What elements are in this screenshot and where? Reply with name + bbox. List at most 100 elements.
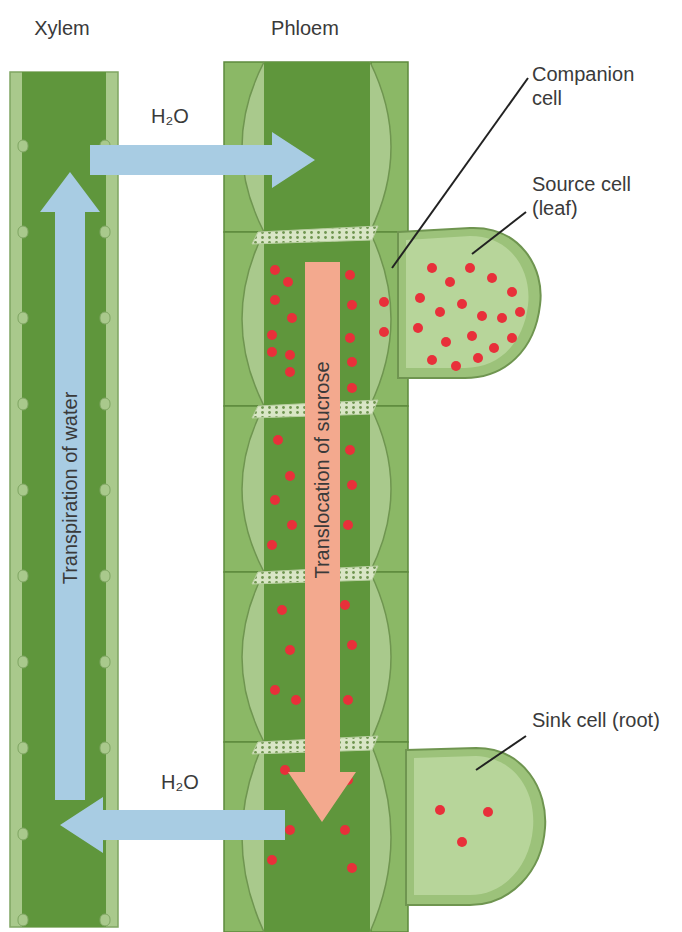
- sucrose-dot: [347, 383, 357, 393]
- sucrose-dot: [270, 265, 280, 275]
- sucrose-dot: [457, 299, 467, 309]
- sucrose-dot: [285, 825, 295, 835]
- xylem-pit: [18, 828, 28, 840]
- xylem-pit: [18, 140, 28, 152]
- sieve-plate: [252, 226, 378, 244]
- companion-cell: [370, 232, 391, 406]
- sucrose-dot: [270, 685, 280, 695]
- sucrose-dot: [445, 277, 455, 287]
- water-arrow-bottom: [60, 797, 285, 853]
- sucrose-dot: [267, 347, 277, 357]
- sucrose-dot: [347, 300, 357, 310]
- companion-cell: [242, 406, 264, 572]
- sink-cell: [406, 748, 545, 905]
- sucrose-dot: [441, 337, 451, 347]
- xylem-pit: [18, 484, 28, 496]
- xylem-pit: [100, 226, 110, 238]
- xylem-pit: [100, 914, 110, 926]
- companion-cell: [370, 62, 391, 232]
- sucrose-dot: [497, 313, 507, 323]
- arrow-label: Transpiration of water: [58, 392, 82, 585]
- sucrose-dot: [345, 445, 355, 455]
- sucrose-dot: [347, 863, 357, 873]
- arrow-label: Translocation of sucrose: [310, 361, 334, 578]
- sucrose-dot: [291, 695, 301, 705]
- sucrose-dot: [283, 277, 293, 287]
- sucrose-dot: [285, 350, 295, 360]
- sucrose-dot: [379, 297, 389, 307]
- transpiration-arrow: [40, 172, 100, 800]
- xylem-pit: [18, 226, 28, 238]
- sucrose-dot: [277, 605, 287, 615]
- sucrose-dot: [483, 807, 493, 817]
- sucrose-dot: [347, 640, 357, 650]
- sucrose-dot: [285, 645, 295, 655]
- xylem-pit: [18, 914, 28, 926]
- companion-cell: [370, 572, 391, 742]
- xylem-pit: [100, 312, 110, 324]
- sucrose-dot: [515, 307, 525, 317]
- sucrose-dot: [343, 520, 353, 530]
- callout-label: Source cell (leaf): [532, 172, 662, 220]
- sucrose-dot: [347, 480, 357, 490]
- sucrose-dot: [347, 357, 357, 367]
- sucrose-dot: [285, 367, 295, 377]
- callout-label: Sink cell (root): [532, 708, 662, 732]
- sucrose-dot: [427, 263, 437, 273]
- water-label: H₂O: [130, 104, 210, 128]
- phloem-sieve-tube: [224, 62, 408, 932]
- sucrose-dot: [287, 520, 297, 530]
- sucrose-dot: [340, 825, 350, 835]
- tissue-heading: Xylem: [12, 16, 112, 40]
- sucrose-dot: [379, 327, 389, 337]
- source-cell: [398, 228, 541, 378]
- sucrose-dot: [435, 307, 445, 317]
- sucrose-dot: [343, 695, 353, 705]
- sucrose-dot: [465, 263, 475, 273]
- sucrose-dot: [457, 837, 467, 847]
- sucrose-dot: [270, 495, 280, 505]
- sucrose-dot: [267, 330, 277, 340]
- companion-cell: [242, 232, 264, 406]
- sucrose-dot: [467, 331, 477, 341]
- leader-line: [392, 78, 528, 268]
- sucrose-dot: [285, 471, 295, 481]
- callout-label: Companion cell: [532, 62, 662, 110]
- xylem-pit: [18, 742, 28, 754]
- xylem-pit: [18, 312, 28, 324]
- tissue-heading: Phloem: [250, 16, 360, 40]
- xylem-pit: [100, 570, 110, 582]
- sucrose-dot: [489, 343, 499, 353]
- sucrose-dot: [267, 855, 277, 865]
- sucrose-dot: [415, 293, 425, 303]
- translocation-arrow: [288, 262, 356, 822]
- sucrose-dot: [267, 540, 277, 550]
- sucrose-dot: [345, 333, 355, 343]
- xylem-pit: [100, 656, 110, 668]
- companion-cell: [370, 406, 391, 572]
- xylem-pit: [18, 656, 28, 668]
- sucrose-dot: [477, 311, 487, 321]
- sucrose-dot: [273, 435, 283, 445]
- water-arrow-top: [90, 132, 315, 188]
- sucrose-dot: [345, 270, 355, 280]
- sucrose-dot: [507, 333, 517, 343]
- sucrose-dot: [507, 287, 517, 297]
- xylem-pit: [100, 742, 110, 754]
- sucrose-dot: [287, 313, 297, 323]
- xylem-pit: [18, 570, 28, 582]
- xylem-pit: [100, 484, 110, 496]
- companion-cell: [370, 742, 391, 932]
- sucrose-dot: [413, 323, 423, 333]
- sucrose-dot: [435, 805, 445, 815]
- leader-line: [472, 212, 526, 254]
- water-label: H₂O: [140, 770, 220, 794]
- sucrose-dot: [451, 361, 461, 371]
- sucrose-dot: [340, 600, 350, 610]
- leader-line: [476, 736, 526, 770]
- sucrose-dot: [270, 295, 280, 305]
- xylem-pit: [18, 398, 28, 410]
- sucrose-dot: [473, 353, 483, 363]
- sucrose-dot: [427, 355, 437, 365]
